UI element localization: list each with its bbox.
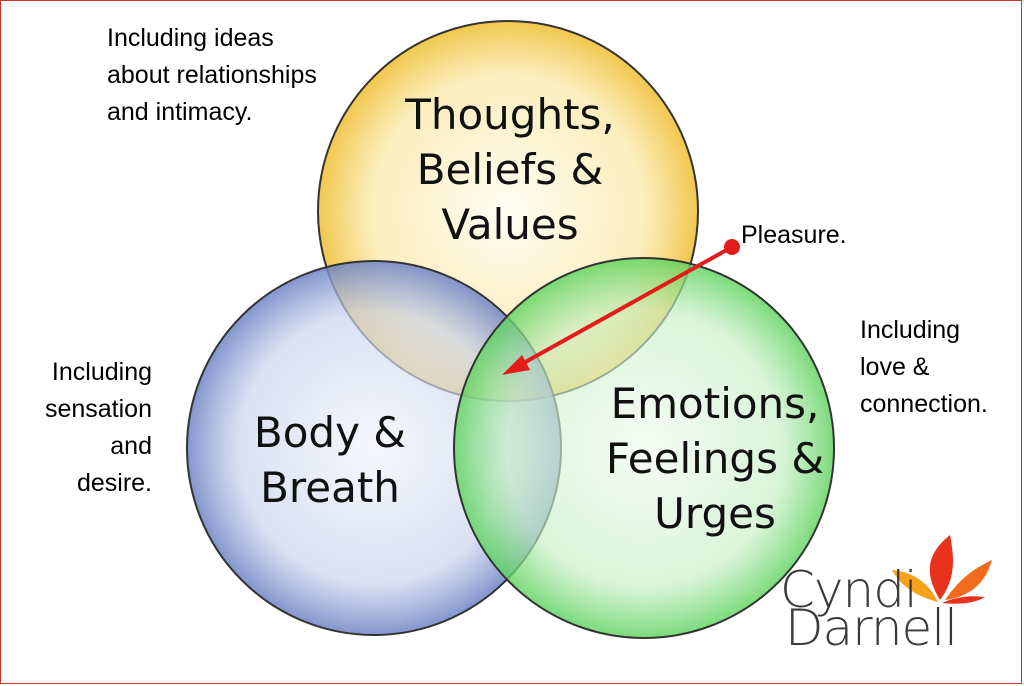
arrow-head: [502, 355, 530, 375]
circle-emotions: [453, 257, 835, 639]
note-love: Including love & connection.: [860, 316, 988, 418]
note-pleasure: Pleasure.: [741, 221, 847, 249]
note-sensation: Including sensation and desire.: [44, 358, 152, 497]
note-relationships: Including ideas about relationships and …: [107, 24, 317, 126]
label-emotions: Emotions, Feelings & Urges: [605, 379, 825, 538]
label-thoughts: Thoughts, Beliefs & Values: [405, 90, 615, 249]
label-body: Body & Breath: [253, 408, 407, 512]
logo-name-last: Darnell: [785, 599, 958, 657]
logo-name-first: Cyndi: [780, 561, 918, 619]
pleasure-arrow: [519, 245, 733, 367]
butterfly-logo-icon: [892, 535, 992, 604]
arrow-dot: [724, 239, 740, 255]
